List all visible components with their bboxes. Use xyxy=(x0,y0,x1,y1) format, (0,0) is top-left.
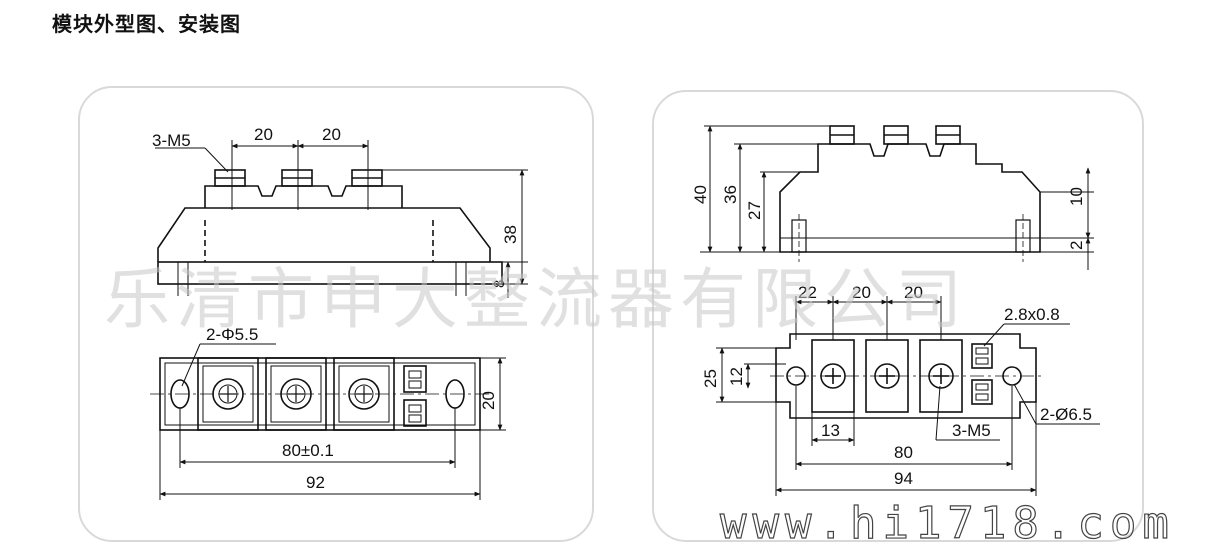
left-height-38-label: 38 xyxy=(501,225,520,244)
left-length-92-label: 92 xyxy=(306,473,325,492)
right-height-27-label: 27 xyxy=(745,201,764,220)
page-title: 模块外型图、安装图 xyxy=(52,12,241,36)
right-width-80-label: 80 xyxy=(894,443,913,462)
left-side-base xyxy=(157,261,503,285)
left-gate-pin-1 xyxy=(403,365,427,393)
right-spacing-22-label: 22 xyxy=(798,283,817,302)
left-top-view xyxy=(150,343,506,500)
left-width-20-label: 20 xyxy=(479,391,498,410)
right-terminal-label: 3-M5 xyxy=(952,421,991,440)
watermark-company: 乐清市申大整流器有限公司 xyxy=(104,261,968,338)
left-side-view xyxy=(155,140,528,298)
left-gate-pin-2 xyxy=(403,399,427,427)
right-top-view xyxy=(716,296,1100,496)
panel-left-drawing xyxy=(78,86,594,542)
left-hole-label: 2-Φ5.5 xyxy=(206,325,258,344)
right-height-25-label: 25 xyxy=(701,369,720,388)
right-height-10-label: 10 xyxy=(1067,187,1086,206)
right-side-view xyxy=(700,125,1094,270)
right-spacing-20a-label: 20 xyxy=(852,283,871,302)
right-gate-pin-1 xyxy=(971,343,993,369)
right-hole-label: 2-Ø6.5 xyxy=(1040,405,1092,424)
right-gate-pin-2 xyxy=(971,379,993,405)
watermark-url: www.hi1718.com xyxy=(720,498,1175,549)
left-pitch-1-label: 20 xyxy=(254,125,273,144)
right-tab-label: 2.8x0.8 xyxy=(1004,305,1060,324)
left-hole-spacing-label: 80±0.1 xyxy=(282,441,334,460)
left-side-housing xyxy=(204,185,403,208)
right-width-94-label: 94 xyxy=(894,469,913,488)
right-side-body xyxy=(779,143,1041,253)
right-height-2-label: 2 xyxy=(1067,241,1086,250)
right-height-40-label: 40 xyxy=(691,185,710,204)
left-height-8-label: 8 xyxy=(491,280,508,288)
right-height-36-label: 36 xyxy=(721,185,740,204)
left-pitch-2-label: 20 xyxy=(322,125,341,144)
panel-right-drawing xyxy=(652,90,1144,542)
right-width-13-label: 13 xyxy=(821,421,840,440)
right-height-12-label: 12 xyxy=(727,367,746,386)
left-side-body xyxy=(157,207,491,262)
right-spacing-20b-label: 20 xyxy=(904,283,923,302)
left-terminal-label: 3-M5 xyxy=(152,131,191,150)
